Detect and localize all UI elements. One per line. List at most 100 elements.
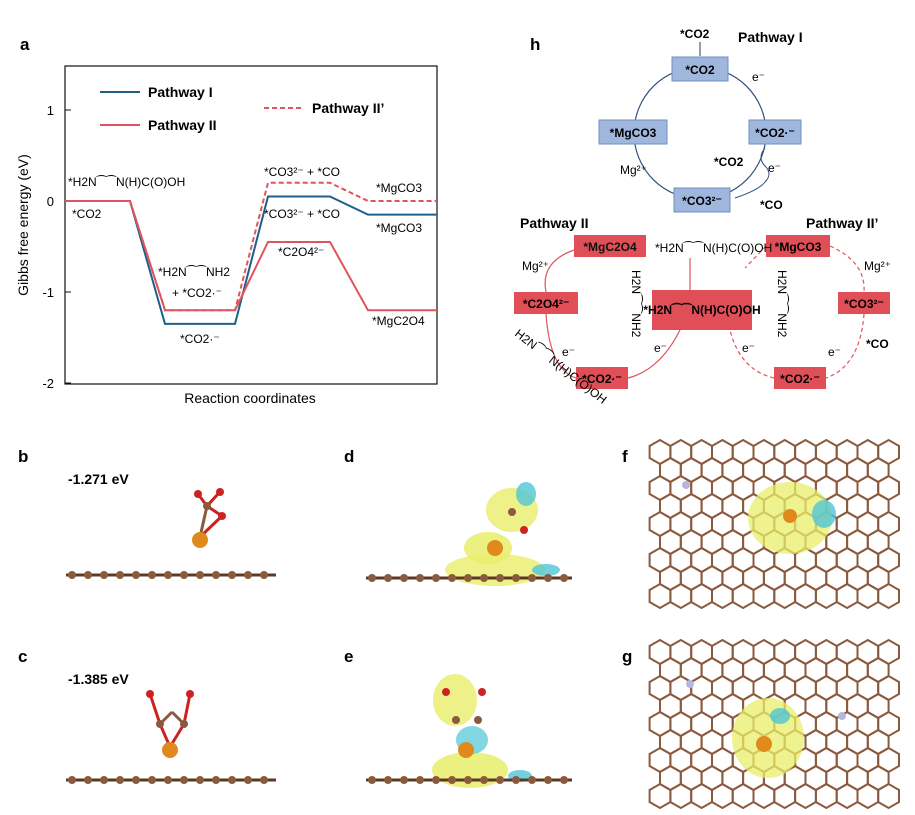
carbon-atom [100,571,108,579]
hexagon-ring [814,582,838,610]
box-co2-radical-blue [748,119,802,145]
carbon-atom [84,571,92,579]
electron-label: e⁻ [654,341,667,355]
structure-c [66,690,276,784]
carbon-atom [148,571,156,579]
box-co2-radical-red-left [576,367,628,389]
box-co2-label: *CO2 [685,63,715,77]
legend-pathway-1: Pathway I [148,84,213,100]
carbon-atom [260,571,268,579]
hexagon-ring [794,582,817,610]
carbon-atom [132,571,140,579]
carbon-atom [116,776,124,784]
pathway-2p-title: Pathway II’ [806,215,878,231]
co-out-label: *CO [760,198,783,212]
carbon-atom [132,776,140,784]
annotation-mgc2o4: *MgC2O4 [372,314,425,328]
panel-label-a: a [20,35,30,54]
box-mgco3-blue-label: *MgCO3 [610,126,657,140]
y-tick-label: 1 [47,103,54,118]
y-tick-label: 0 [47,194,54,209]
electron-label: e⁻ [752,70,765,84]
panel-label-g: g [622,647,632,666]
hexagon-ring [690,582,713,610]
carbon-atom [496,776,504,784]
carbon-atom [544,776,552,784]
amine-diagonal-label: H2N⁀⁀N(H)C(O)OH [512,326,609,406]
annotation-c2o4: *C2O4²⁻ [278,245,324,259]
co2-side-label: *CO2 [714,155,744,169]
annotation-plus-co2-radical: + *CO2·⁻ [172,286,222,300]
hexagon-ring [669,582,693,610]
carbon-atom [560,776,568,784]
carbon-atom [480,574,488,582]
hexagon-ring [752,782,776,810]
hexagon-ring [856,582,880,610]
carbon-atom [148,776,156,784]
carbon-atom [528,776,536,784]
hexagon-ring [711,582,734,610]
hexagon-ring [814,782,838,810]
pathway-2-title: Pathway II [520,215,588,231]
carbon-atom [228,776,236,784]
carbon-atom [84,776,92,784]
carbon-atom [432,574,440,582]
carbon-atom [400,574,408,582]
carbon-atom [196,571,204,579]
carbon-atom [448,776,456,784]
box-co2-radical-red-left-label: *CO2·⁻ [582,372,622,386]
lattice-f [648,438,900,610]
hexagon-ring [856,782,880,810]
carbon-atom [196,776,204,784]
annotation-carbamic-acid: *H2N⁀⁀N(H)C(O)OH [68,175,185,189]
amine-vertical-left: H2N⁀⁀NH2 [629,270,643,338]
carbon-atom [416,574,424,582]
panel-label-h: h [530,35,540,54]
carbon-atom [212,571,220,579]
box-co3-blue [673,187,731,213]
electron-label: e⁻ [742,341,755,355]
lattice-g [648,638,900,810]
annotation-mgco3-top: *MgCO3 [376,181,422,195]
hexagon-ring [648,782,672,810]
box-mgc2o4-label: *MgC2O4 [583,240,637,254]
carbon-atom [544,574,552,582]
adsorption-energy-b: -1.271 eV [68,471,129,487]
carbon-atom [512,776,520,784]
series-layer [65,181,437,325]
panel-label-b: b [18,447,28,466]
hexagon-ring [648,582,672,610]
annotation-co2-radical: *CO2·⁻ [180,332,220,346]
mg-ion-label: Mg²⁺ [864,259,891,273]
carbon-atom [400,776,408,784]
electron-label: e⁻ [768,161,781,175]
carbon-atom [100,776,108,784]
co-out-red-label: *CO [866,337,889,351]
panel-label-f: f [622,447,628,466]
carbon-atom [384,574,392,582]
carbon-atom [480,776,488,784]
pathway-1-title: Pathway I [738,29,803,45]
hexagon-ring [711,782,734,810]
box-co3-blue-label: *CO3²⁻ [682,194,722,208]
graphene-atoms-e [368,776,568,784]
amine-top-label: *H2N⁀⁀N(H)C(O)OH [655,241,772,255]
hexagon-ring [773,582,797,610]
hexagon-ring [773,782,797,810]
hexagon-ring [669,782,693,810]
annotation-mgco3-mid: *MgCO3 [376,221,422,235]
carbon-atom [416,776,424,784]
box-c2o4 [514,292,578,314]
annotation-diamine: *H2N⁀⁀NH2 [158,265,230,279]
hexagon-ring [877,782,900,810]
carbon-atom [368,574,376,582]
co-release-arrow [734,147,770,199]
box-mgc2o4 [574,235,646,257]
carbon-atom [368,776,376,784]
hexagon-ring [690,782,713,810]
annotation-co2: *CO2 [72,207,102,221]
mg-ion-label: Mg²⁺ [620,163,647,177]
co2-input-label: *CO2 [680,27,710,41]
carbon-atom [164,776,172,784]
graphene-atoms-b [68,571,268,579]
